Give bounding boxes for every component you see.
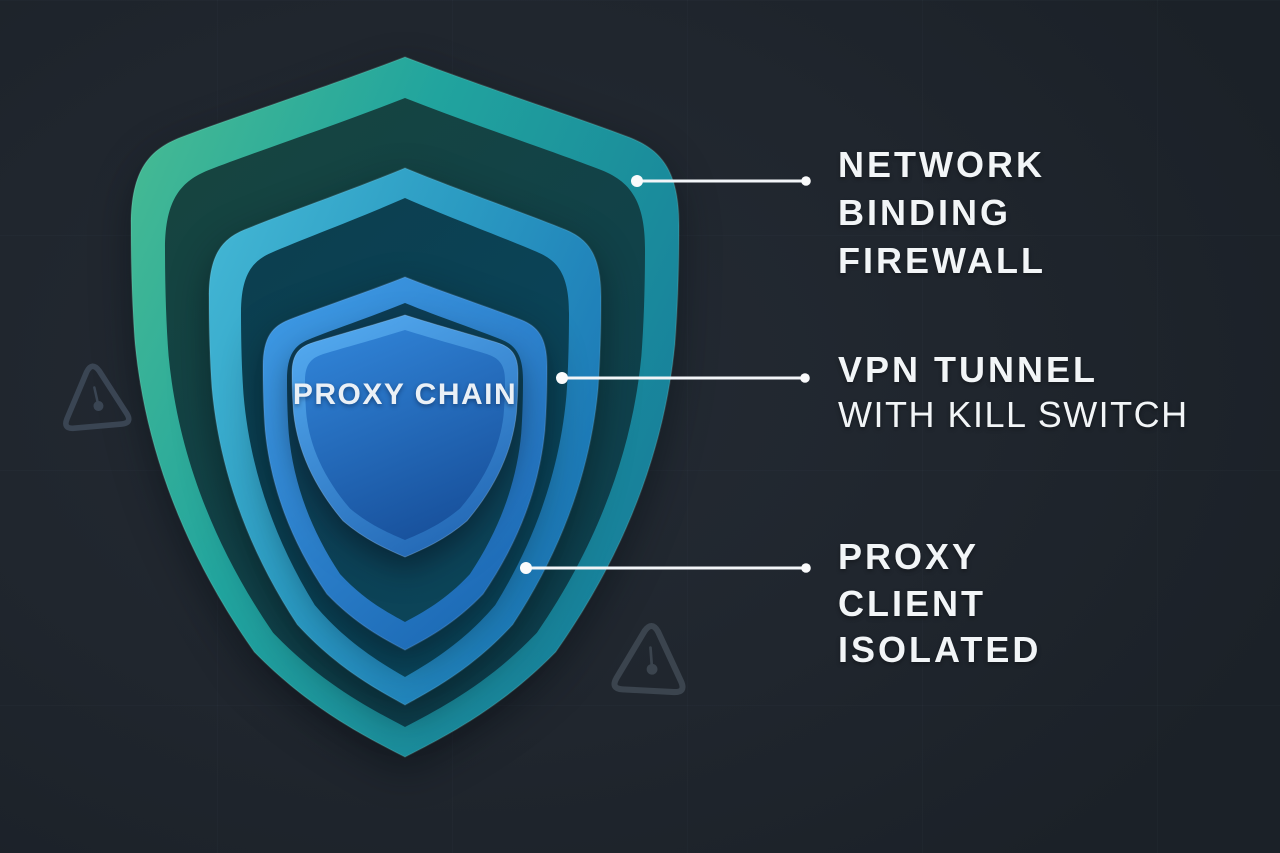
callout-line: FIREWALL: [838, 240, 1046, 281]
callout-line: ISOLATED: [838, 629, 1042, 670]
warning-triangle-icon: [611, 622, 686, 696]
callout-line: BINDING: [838, 192, 1011, 233]
callout-line: PROXY: [838, 536, 980, 577]
connector-vpn: [556, 372, 810, 384]
core-shield-label: PROXY CHAIN: [285, 378, 525, 412]
connector-firewall: [631, 175, 811, 187]
callout-proxy-client-isolated: PROXY CLIENT ISOLATED: [838, 534, 1041, 674]
connector-dot: [800, 373, 810, 383]
core-shield-face: [305, 330, 505, 540]
core-label-line: PROXY: [292, 378, 405, 411]
connector-dot: [631, 175, 643, 187]
warning-triangle-icon: [63, 363, 132, 432]
connector-dot: [801, 176, 811, 186]
callout-line: VPN TUNNEL: [838, 349, 1099, 390]
connector-dot: [801, 563, 811, 573]
callout-line: NETWORK: [838, 144, 1045, 185]
connector-proxy-client: [520, 562, 811, 574]
callout-line: WITH KILL SWITCH: [838, 394, 1189, 435]
callout-network-binding-firewall: NETWORK BINDING FIREWALL: [838, 141, 1046, 285]
connector-dot: [556, 372, 568, 384]
callout-connectors: [520, 175, 811, 574]
connector-dot: [520, 562, 532, 574]
callout-line: CLIENT: [838, 582, 986, 624]
core-label-line: CHAIN: [414, 378, 518, 411]
shield-stack: [130, 56, 680, 758]
callout-vpn-tunnel: VPN TUNNEL WITH KILL SWITCH: [838, 347, 1189, 437]
